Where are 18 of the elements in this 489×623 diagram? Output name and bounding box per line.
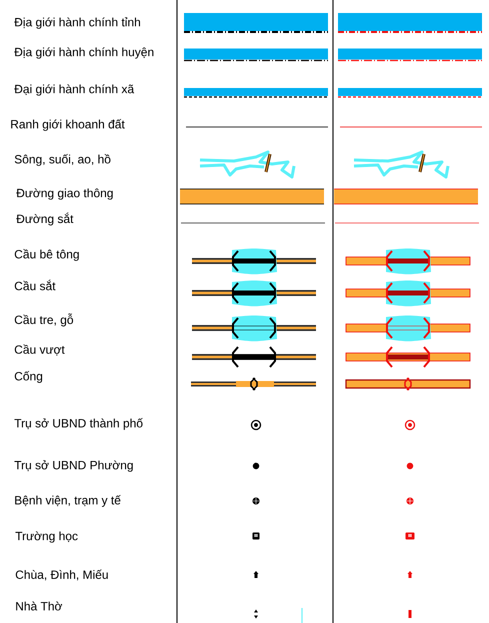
row-label: Địa giới hành chính tỉnh xyxy=(14,17,140,29)
row-label: Cầu bê tông xyxy=(14,249,79,261)
row-label: Cống xyxy=(14,371,42,383)
row-label: Đại giới hành chính xã xyxy=(14,84,134,96)
row-label: Chùa, Đình, Miếu xyxy=(16,570,108,580)
row-label: Cầu sắt xyxy=(14,280,56,290)
row-label: Đường sắt xyxy=(16,212,74,226)
row-label: Trụ sở UBND Phường xyxy=(14,460,133,472)
row-label: Cầu tre, gỗ xyxy=(14,314,74,326)
row-label: Bệnh viện, trạm y tế xyxy=(15,495,121,507)
row-label: Trụ sở UBND thành phố xyxy=(14,418,143,430)
row-label: Sông, suối, ao, hồ xyxy=(14,154,110,166)
row-label: Ranh giới khoanh đất xyxy=(11,119,125,131)
row-label: Cầu vượt xyxy=(14,344,65,356)
row-label: Đường giao thông xyxy=(16,188,113,200)
row-label: Địa giới hành chính huyện xyxy=(14,47,154,59)
row-label: Trường học xyxy=(15,531,78,543)
row-label: Nhà Thờ xyxy=(16,602,62,610)
